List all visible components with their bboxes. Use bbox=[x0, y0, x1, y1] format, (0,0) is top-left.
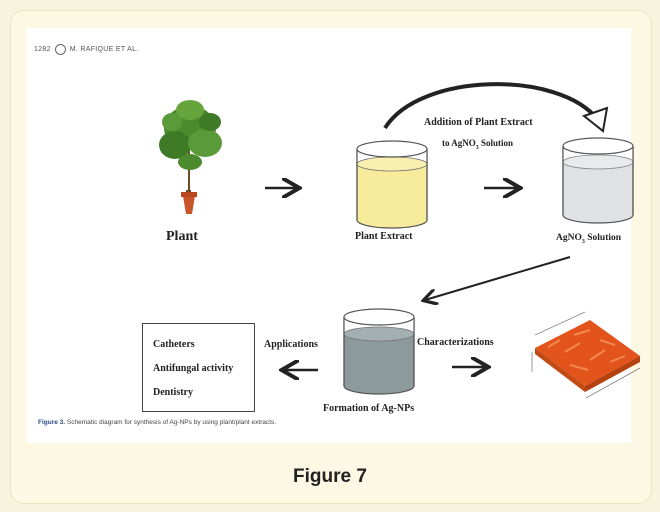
afm-surface-image-icon bbox=[531, 311, 641, 399]
plant-extract-label: Plant Extract bbox=[355, 231, 413, 242]
agno3-solution-label: AgNO3 Solution bbox=[556, 233, 622, 245]
figure-title: Figure 7 bbox=[293, 466, 367, 487]
formation-label: Formation of Ag-NPs bbox=[323, 403, 415, 414]
authors: M. RAFIQUE ET AL. bbox=[69, 46, 139, 53]
addition-label-line1: Addition of Plant Extract bbox=[424, 117, 533, 128]
application-item: Dentistry bbox=[153, 387, 193, 398]
agno3-beaker bbox=[562, 137, 634, 224]
agnp-beaker bbox=[343, 308, 415, 395]
application-item: Antifungal activity bbox=[153, 363, 234, 374]
characterizations-label: Characterizations bbox=[417, 337, 494, 348]
addition-label-line2: to AgNO3 Solution bbox=[442, 138, 514, 151]
curved-arrow-icon bbox=[383, 82, 600, 130]
plant-extract-beaker bbox=[356, 140, 428, 229]
application-item: Catheters bbox=[153, 339, 195, 350]
plant-label: Plant bbox=[166, 229, 198, 244]
journal-logo-icon bbox=[54, 44, 66, 55]
page-number: 1282 bbox=[34, 46, 51, 53]
page-header: 1282 M. RAFIQUE ET AL. bbox=[34, 44, 139, 55]
plant-icon bbox=[159, 100, 222, 214]
figure-panel bbox=[26, 28, 631, 443]
applications-label: Applications bbox=[264, 339, 318, 350]
arrow-agno3-to-formation bbox=[425, 256, 571, 300]
figure-caption: Figure 3. Schematic diagram for synthesi… bbox=[38, 419, 277, 426]
applications-box: Catheters Antifungal activity Dentistry bbox=[142, 323, 255, 412]
